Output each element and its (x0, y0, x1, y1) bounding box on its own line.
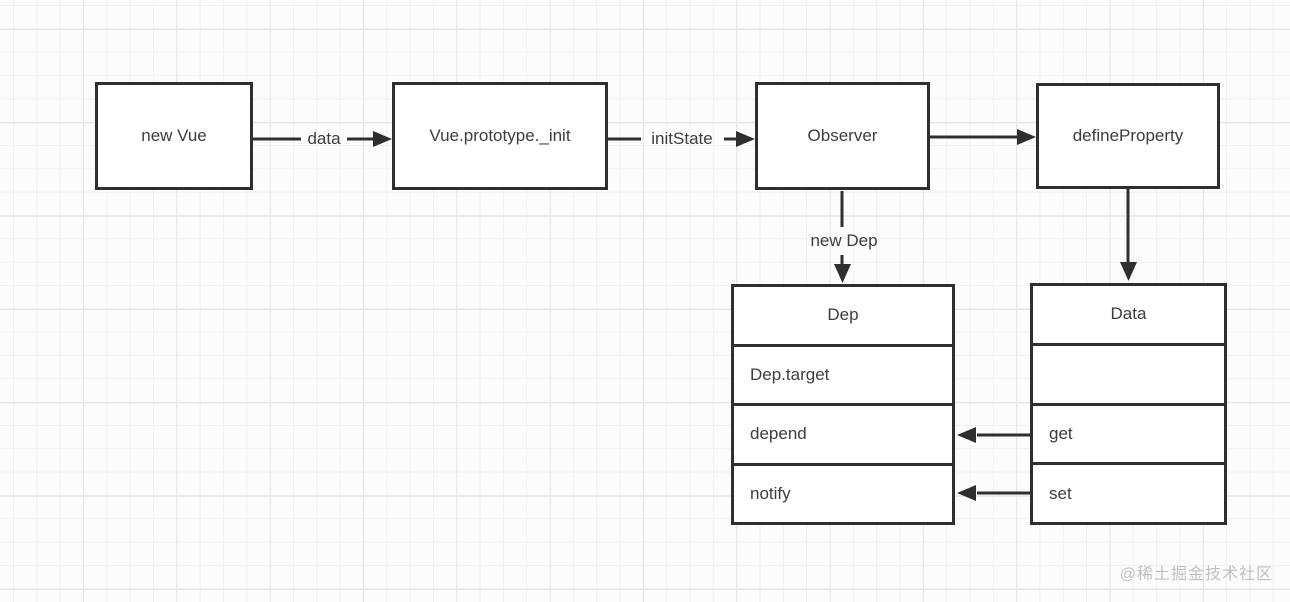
table-row-dep-target: Dep.target (734, 343, 952, 404)
node-new-vue: new Vue (95, 82, 253, 190)
table-header: Data (1110, 304, 1147, 324)
table-row-notify: notify (734, 462, 952, 523)
node-observer: Observer (755, 82, 930, 190)
table-row-depend: depend (734, 403, 952, 463)
edge-label-initstate: initState (651, 129, 713, 148)
edge-label-new-dep: new Dep (810, 231, 878, 250)
arrowhead-down (834, 264, 851, 283)
node-define-property: defineProperty (1036, 83, 1220, 189)
table-row-empty (1033, 342, 1224, 403)
table-header: Dep (827, 305, 859, 325)
edge-label-data: data (307, 129, 341, 148)
table-data: Data get set (1030, 283, 1227, 525)
table-row-set: set (1033, 462, 1224, 522)
watermark-text: @稀土掘金技术社区 (1119, 566, 1273, 583)
node-label: new Vue (141, 126, 207, 145)
node-label: Vue.prototype._init (429, 126, 571, 145)
table-dep: Dep Dep.target depend notify (731, 284, 955, 525)
arrowhead-down (1120, 262, 1137, 281)
arrowhead-right (373, 131, 392, 147)
arrowhead-left (957, 485, 976, 501)
arrowhead-right (1017, 129, 1036, 145)
node-label: Observer (807, 126, 878, 145)
arrowhead-left (957, 427, 976, 443)
table-row-get: get (1033, 402, 1224, 463)
node-label: defineProperty (1072, 126, 1184, 145)
node-vue-prototype-init: Vue.prototype._init (392, 82, 608, 190)
arrowhead-right (736, 131, 755, 147)
